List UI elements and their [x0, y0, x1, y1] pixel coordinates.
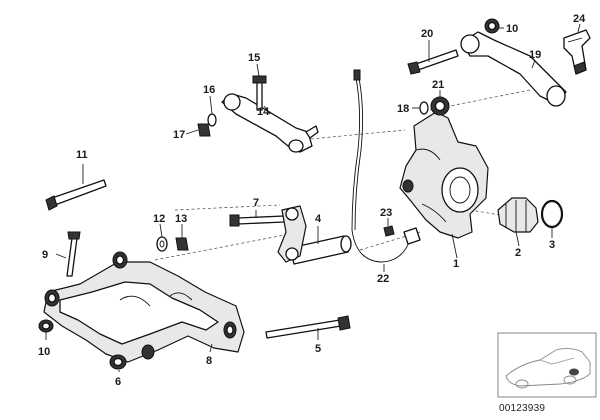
label-part-9: 9 [42, 249, 48, 261]
label-part-7: 7 [253, 197, 259, 209]
part-10-bushing-top [484, 18, 500, 34]
label-part-20: 20 [421, 28, 433, 40]
part-2-drive-flange [497, 197, 539, 233]
document-id: 00123939 [499, 403, 546, 414]
part-24-bracket [563, 29, 591, 75]
label-part-13: 13 [175, 213, 187, 225]
leader-lines [45, 23, 581, 372]
part-15-bolt [252, 75, 267, 111]
part-7-bolt [229, 214, 285, 227]
label-part-1: 1 [453, 258, 459, 270]
label-part-2: 2 [515, 247, 521, 259]
label-part-22: 22 [377, 273, 389, 285]
part-21-bushing [430, 96, 450, 116]
label-part-10-left: 10 [38, 346, 50, 358]
part-17-nut [197, 123, 211, 137]
part-5-bolt [265, 315, 351, 339]
part-19-upper-arm [460, 31, 567, 107]
part-3-ring [540, 199, 564, 229]
label-part-11: 11 [76, 149, 88, 161]
part-16-washer [207, 113, 217, 127]
label-part-24: 24 [573, 13, 586, 25]
part-8-rear-subframe [43, 251, 245, 363]
label-part-6: 6 [115, 376, 121, 388]
label-part-3: 3 [549, 239, 555, 251]
label-part-17: 17 [173, 129, 185, 141]
label-part-19: 19 [529, 49, 541, 61]
part-10-bushing-left [38, 319, 54, 333]
part-18-washer [419, 101, 429, 115]
part-11-bolt [45, 179, 107, 211]
label-part-16: 16 [203, 84, 215, 96]
label-part-5: 5 [315, 343, 321, 355]
label-part-14: 14 [257, 106, 270, 118]
part-labels: 1 2 3 4 5 6 7 8 9 10 10 11 12 13 14 15 1… [38, 13, 586, 388]
label-part-18: 18 [397, 103, 409, 115]
vehicle-thumbnail [497, 332, 597, 398]
label-part-12: 12 [153, 213, 165, 225]
label-part-10-top: 10 [506, 23, 518, 35]
part-4-link [277, 205, 352, 265]
part-12-washer [156, 236, 168, 252]
label-part-23: 23 [380, 207, 392, 219]
label-part-4: 4 [315, 213, 322, 225]
label-part-15: 15 [248, 52, 260, 64]
part-22-sensor-cable [351, 69, 421, 263]
part-6-bushing [109, 354, 127, 370]
label-part-8: 8 [206, 355, 212, 367]
part-1-wheel-carrier [399, 111, 489, 239]
part-9-bolt [66, 231, 81, 277]
part-20-bolt [407, 49, 459, 75]
part-23-screw [383, 225, 395, 237]
part-14-track-rod [221, 93, 319, 153]
part-13-nut [175, 237, 189, 251]
label-part-21: 21 [432, 79, 444, 91]
